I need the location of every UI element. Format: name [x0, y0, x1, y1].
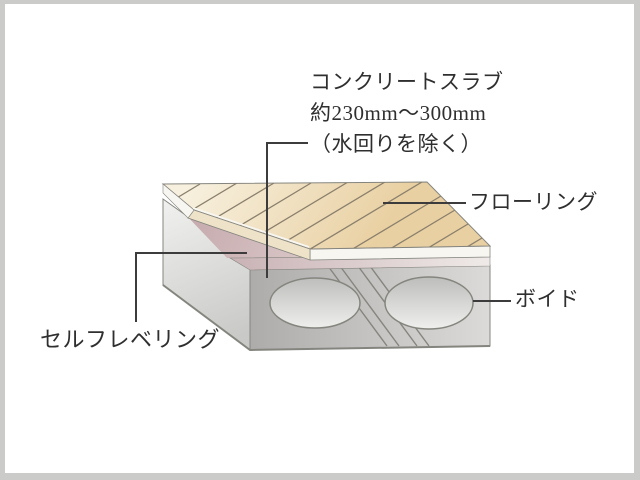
concrete-slab-leader-line	[266, 142, 308, 278]
void-ellipse-left	[269, 277, 361, 329]
concrete-slab-label: コンクリートスラブ 約230mm〜300mm （水回りを除く）	[310, 67, 504, 160]
diagram-canvas: コンクリートスラブ 約230mm〜300mm （水回りを除く） フローリング ボ…	[5, 4, 634, 473]
concrete-slab-label-line2: 約230mm〜300mm	[310, 101, 487, 125]
void-ellipse-right	[384, 276, 474, 330]
flooring-left-edge	[162, 183, 195, 219]
concrete-slab-label-line1: コンクリートスラブ	[310, 70, 504, 94]
self-leveling-leader-line	[135, 252, 247, 322]
slab-bottom-edge	[162, 284, 491, 352]
flooring-label: フローリング	[469, 190, 598, 214]
void-label: ボイド	[515, 287, 580, 311]
self-leveling-label: セルフレベリング	[40, 327, 221, 352]
flooring-cut-edge-highlight	[192, 207, 310, 248]
concrete-slab-label-line3: （水回りを除く）	[310, 132, 482, 156]
